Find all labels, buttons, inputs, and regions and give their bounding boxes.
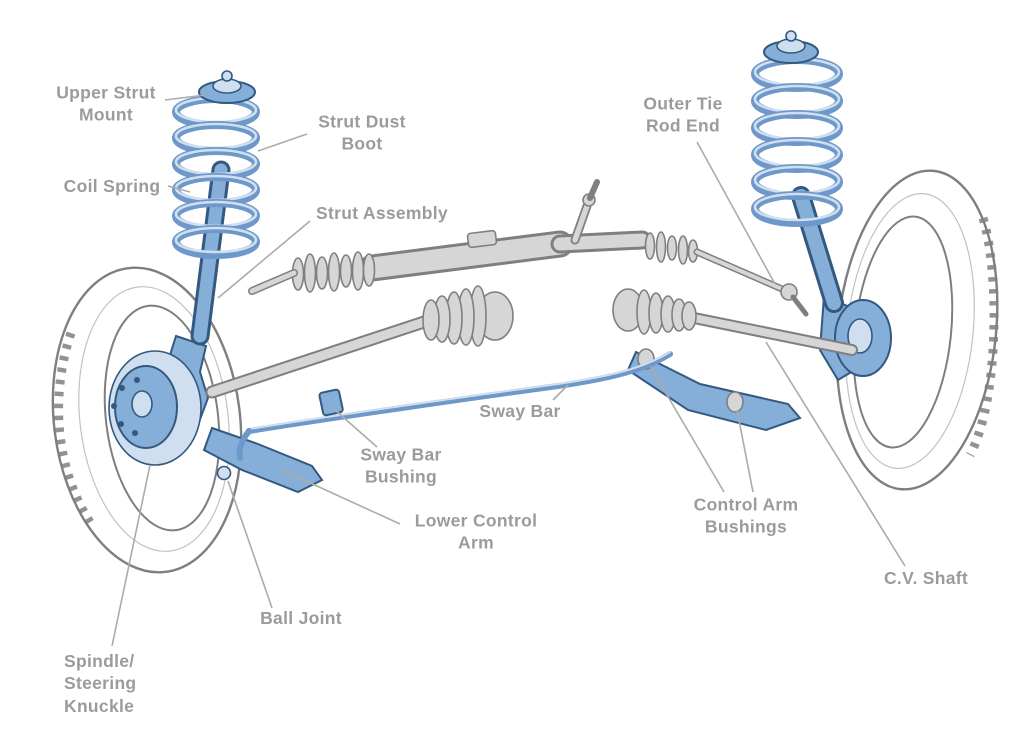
- left-upper-strut-mount: [198, 70, 256, 104]
- label-ball-joint: Ball Joint: [260, 607, 342, 628]
- left-lower-control-arm: [202, 426, 324, 494]
- ball-joint-part: [216, 465, 232, 481]
- leader-upper-strut-mount: [164, 94, 206, 101]
- left-hub-brake-assembly: [108, 350, 202, 466]
- leader-strut-dust-boot: [257, 133, 308, 152]
- label-coil-spring: Coil Spring: [63, 175, 161, 196]
- sway-bar-part: [236, 351, 673, 461]
- leader-spindle-steering-knuckle: [111, 464, 151, 647]
- leader-strut-assembly: [217, 220, 311, 299]
- leader-lines: [111, 94, 906, 647]
- outer-tie-rod-end-part: [780, 283, 809, 317]
- right-coil-spring: [751, 56, 843, 227]
- sway-bar-bushing-part: [318, 388, 344, 417]
- label-spindle-steering-knuckle: Spindle/ Steering Knuckle: [64, 651, 137, 716]
- label-upper-strut-mount: Upper Strut Mount: [56, 82, 156, 125]
- left-cv-shaft: [205, 285, 514, 399]
- right-cv-shaft: [612, 288, 858, 356]
- left-strut-assembly: [172, 70, 260, 346]
- right-strut-assembly: [751, 30, 844, 313]
- leader-control-arm-bushings-1: [649, 365, 725, 493]
- right-wheel: [835, 169, 999, 491]
- label-lower-control-arm: Lower Control Arm: [414, 510, 538, 553]
- label-strut-dust-boot: Strut Dust Boot: [318, 111, 406, 154]
- leader-control-arm-bushings-2: [736, 409, 754, 493]
- leader-outer-tie-rod-end: [696, 141, 776, 285]
- label-cv-shaft: C.V. Shaft: [883, 567, 969, 588]
- left-coil-spring: [172, 95, 260, 259]
- right-upper-strut-mount: [763, 30, 819, 64]
- right-lower-control-arm: [626, 348, 802, 432]
- leader-lower-control-arm: [281, 469, 401, 525]
- label-outer-tie-rod-end: Outer Tie Rod End: [643, 93, 723, 136]
- leader-ball-joint: [227, 480, 273, 609]
- leader-cv-shaft: [765, 341, 906, 567]
- label-sway-bar-bushing: Sway Bar Bushing: [360, 444, 442, 487]
- leader-sway-bar-bushing: [334, 409, 378, 448]
- leader-sway-bar: [552, 384, 569, 401]
- steering-rack: [248, 179, 786, 295]
- leader-coil-spring: [167, 185, 191, 193]
- right-hub: [834, 299, 892, 377]
- label-control-arm-bushings: Control Arm Bushings: [693, 494, 799, 537]
- label-strut-assembly: Strut Assembly: [316, 202, 448, 223]
- label-sway-bar: Sway Bar: [479, 400, 561, 421]
